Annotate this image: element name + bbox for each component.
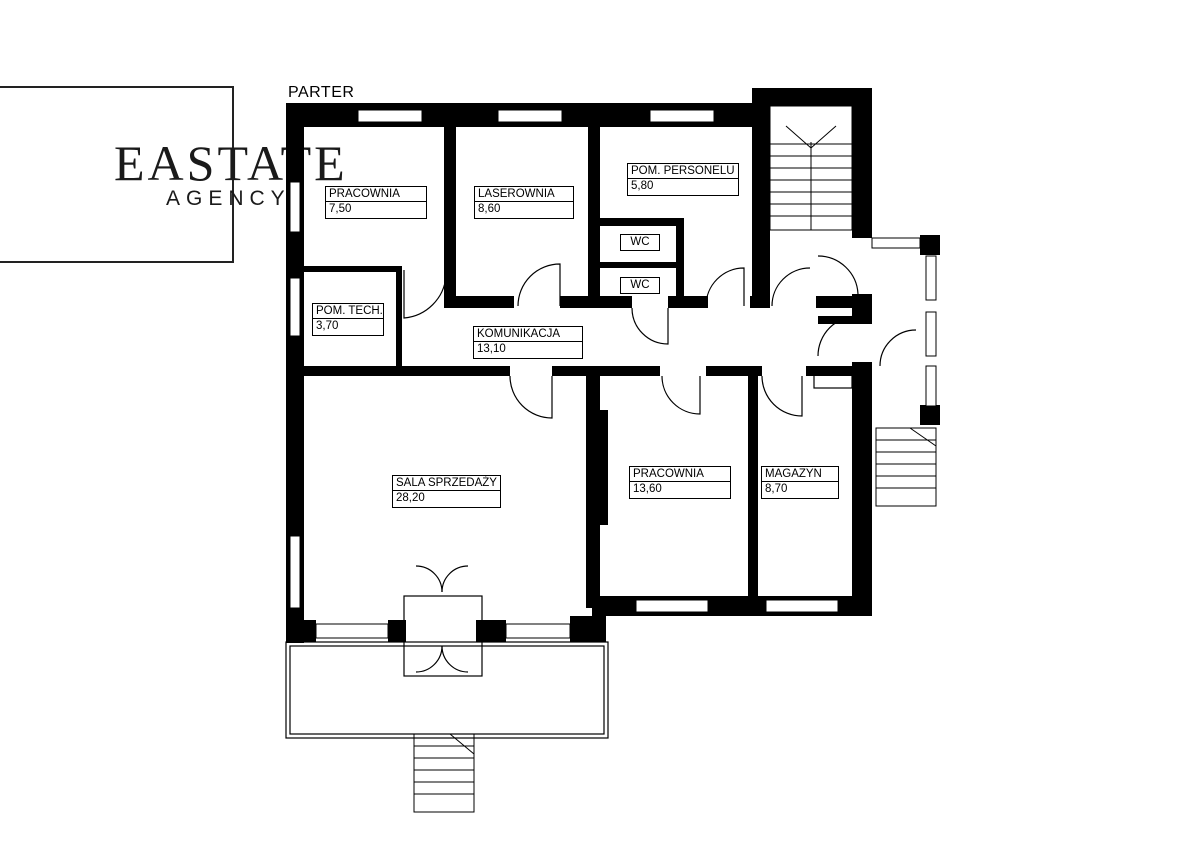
room-name: LASEROWNIA (475, 187, 573, 202)
room-label-pracownia-2: PRACOWNIA 13,60 (629, 466, 731, 499)
stairs-tower (769, 105, 853, 231)
interior-walls (304, 126, 858, 608)
stairs-front (413, 733, 475, 813)
room-label-pom-tech: POM. TECH. 3,70 (312, 303, 384, 336)
room-label-sala-sprzedazy: SALA SPRZEDAŻY 28,20 (392, 475, 501, 508)
room-area: 8,60 (478, 203, 501, 215)
room-label-komunikacja: KOMUNIKACJA 13,10 (473, 326, 583, 359)
exterior-walls (286, 88, 940, 643)
room-name: POM. PERSONELU (628, 164, 738, 179)
room-name: MAGAZYN (762, 467, 838, 482)
room-label-wc-2: WC (620, 277, 660, 294)
room-name: KOMUNIKACJA (474, 327, 582, 342)
room-label-wc-1: WC (620, 234, 660, 251)
room-label-magazyn: MAGAZYN 8,70 (761, 466, 839, 499)
stairs-side (875, 427, 937, 507)
floor-title: PARTER (288, 84, 355, 101)
logo-sub-text: AGENCY (166, 187, 291, 210)
room-name: POM. TECH. (313, 304, 383, 319)
windows (289, 109, 937, 639)
room-area: 8,70 (765, 483, 788, 495)
room-name: SALA SPRZEDAŻY (393, 476, 500, 491)
room-label-pom-personelu: POM. PERSONELU 5,80 (627, 163, 739, 196)
logo-frame (0, 86, 234, 263)
room-name: PRACOWNIA (630, 467, 730, 482)
vestibule (403, 367, 853, 677)
room-label-pracownia-1: PRACOWNIA 7,50 (325, 186, 427, 219)
room-area: 5,80 (631, 180, 654, 192)
logo-main-text: EASTATE (114, 135, 348, 191)
room-area: 3,70 (316, 320, 339, 332)
terrace (285, 641, 609, 739)
room-area: 13,60 (633, 483, 662, 495)
door-swings (397, 255, 917, 673)
room-label-laserownia: LASEROWNIA 8,60 (474, 186, 574, 219)
room-area: 7,50 (329, 203, 352, 215)
room-name: PRACOWNIA (326, 187, 426, 202)
room-area: 13,10 (477, 343, 506, 355)
room-area: 28,20 (396, 492, 425, 504)
